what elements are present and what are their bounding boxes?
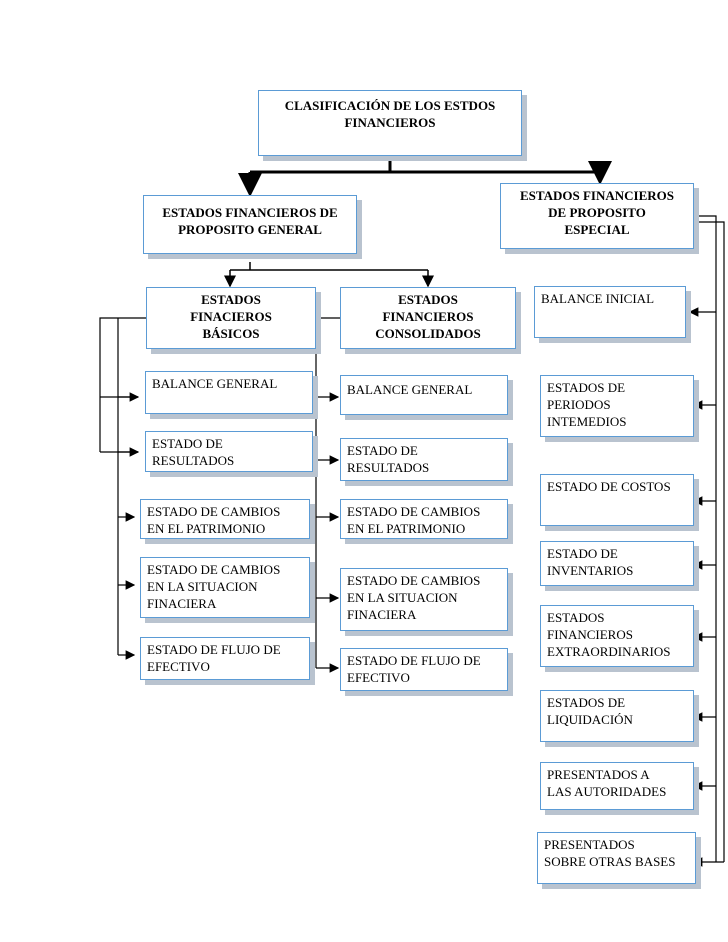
basicos-item: ESTADO DE FLUJO DE EFECTIVO xyxy=(140,637,310,680)
especial-bracket-inner xyxy=(694,221,725,862)
root-label: CLASIFICACIÓN DE LOS ESTDOS FINANCIEROS xyxy=(284,98,496,130)
basicos-bracket-outer xyxy=(99,317,146,453)
especial-item: ESTADO DE COSTOS xyxy=(540,474,694,526)
consolidados-node: ESTADOS FINANCIEROS CONSOLIDADOS xyxy=(340,287,516,349)
general-label: ESTADOS FINANCIEROS DE PROPOSITO GENERAL xyxy=(162,205,338,237)
consolidados-item: ESTADO DE RESULTADOS xyxy=(340,438,508,481)
consolidados-item: ESTADO DE CAMBIOS EN LA SITUACION FINACI… xyxy=(340,568,508,631)
especial-bracket-outer xyxy=(694,215,717,862)
especial-item: ESTADO DE INVENTARIOS xyxy=(540,541,694,586)
root-node: CLASIFICACIÓN DE LOS ESTDOS FINANCIEROS xyxy=(258,90,522,156)
especial-item: ESTADOS FINANCIEROS EXTRAORDINARIOS xyxy=(540,605,694,667)
basicos-item: ESTADO DE CAMBIOS EN EL PATRIMONIO xyxy=(140,499,310,539)
root-connector xyxy=(248,156,602,194)
general-connector xyxy=(230,262,428,271)
especial-item: ESTADOS DE LIQUIDACIÓN xyxy=(540,690,694,742)
consolidados-item: BALANCE GENERAL xyxy=(340,375,508,415)
consolidados-bracket xyxy=(315,317,340,668)
especial-item: BALANCE INICIAL xyxy=(534,286,686,338)
basicos-label: ESTADOS FINACIEROS BÁSICOS xyxy=(190,292,272,341)
consolidados-item: ESTADO DE CAMBIOS EN EL PATRIMONIO xyxy=(340,499,508,539)
general-node: ESTADOS FINANCIEROS DE PROPOSITO GENERAL xyxy=(143,195,357,254)
consolidados-label: ESTADOS FINANCIEROS CONSOLIDADOS xyxy=(375,292,481,341)
basicos-item: BALANCE GENERAL xyxy=(145,371,313,414)
basicos-node: ESTADOS FINACIEROS BÁSICOS xyxy=(146,287,316,349)
especial-item: PRESENTADOS SOBRE OTRAS BASES xyxy=(537,832,696,884)
especial-label: ESTADOS FINANCIEROS DE PROPOSITO ESPECIA… xyxy=(520,188,674,237)
basicos-item: ESTADO DE CAMBIOS EN LA SITUACION FINACI… xyxy=(140,557,310,618)
especial-item: PRESENTADOS A LAS AUTORIDADES xyxy=(540,762,694,810)
especial-node: ESTADOS FINANCIEROS DE PROPOSITO ESPECIA… xyxy=(500,183,694,249)
especial-item: ESTADOS DE PERIODOS INTEMEDIOS xyxy=(540,375,694,437)
basicos-item: ESTADO DE RESULTADOS xyxy=(145,431,313,472)
consolidados-item: ESTADO DE FLUJO DE EFECTIVO xyxy=(340,648,508,691)
